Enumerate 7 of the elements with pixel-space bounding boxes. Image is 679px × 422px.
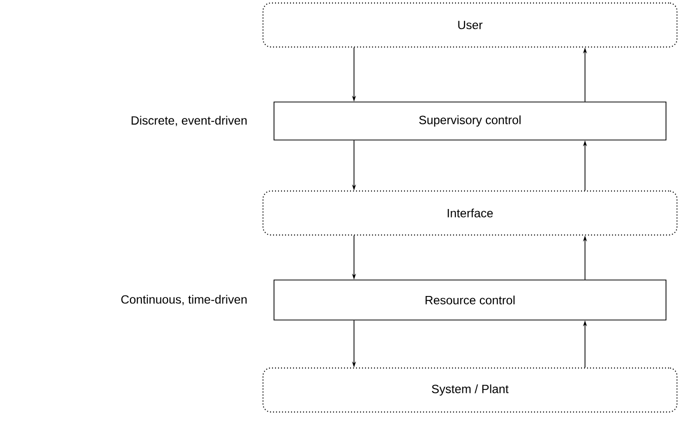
dotted-box: Interface <box>262 190 678 236</box>
process-box: Supervisory control <box>274 102 666 140</box>
dotted-box: System / Plant <box>262 368 678 412</box>
side-label: Discrete, event-driven <box>132 116 247 126</box>
process-box: Resource control <box>274 280 666 320</box>
dotted-box: User <box>262 2 678 48</box>
side-label: Continuous, time-driven <box>121 294 247 306</box>
